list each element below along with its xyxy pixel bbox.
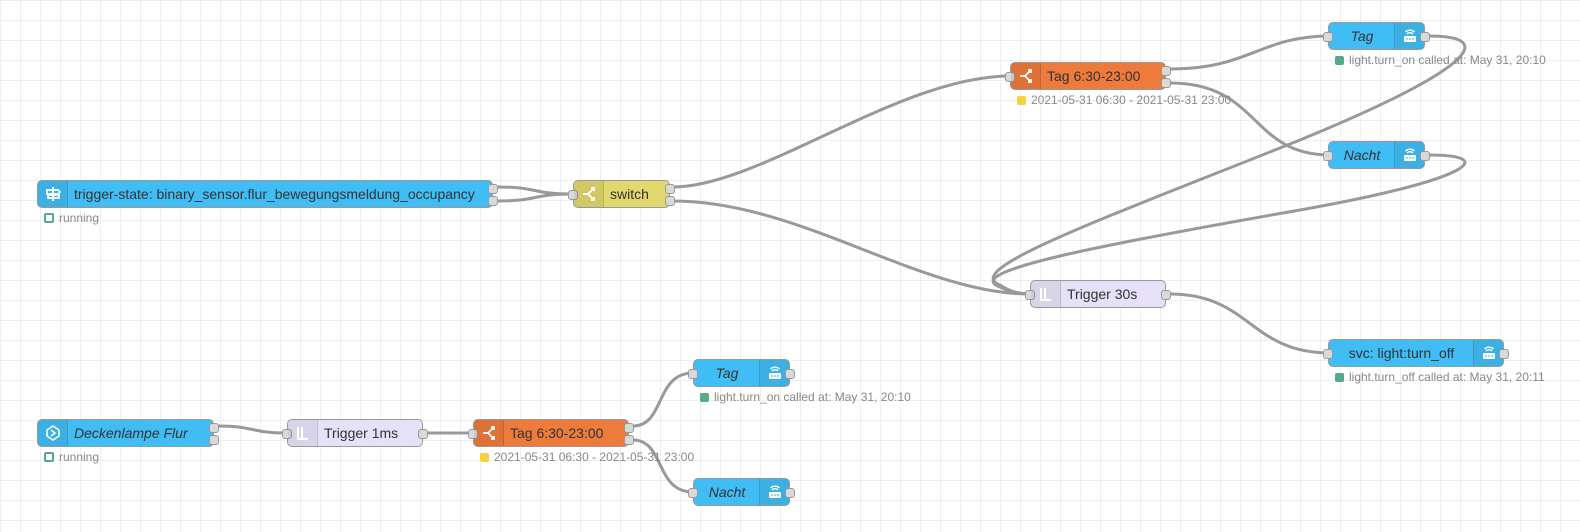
status-dot-icon bbox=[700, 392, 709, 402]
call-service-icon bbox=[759, 360, 789, 386]
status-text: light.turn_on called at: May 31, 20:10 bbox=[1349, 53, 1546, 67]
status-ring-icon bbox=[44, 213, 54, 223]
wire[interactable] bbox=[991, 153, 1467, 296]
call-service-icon bbox=[1394, 23, 1424, 49]
trigger-node-1ms[interactable]: Trigger 1ms bbox=[282, 419, 428, 447]
status-text: running bbox=[59, 211, 100, 225]
wire[interactable] bbox=[1169, 34, 1331, 71]
input-port[interactable] bbox=[1005, 72, 1015, 82]
time-range-node[interactable]: Tag 6:30-23:00 bbox=[468, 419, 634, 447]
node-label: Tag bbox=[715, 365, 739, 381]
input-port[interactable] bbox=[1323, 151, 1333, 161]
status-dot-icon bbox=[1335, 372, 1344, 382]
node-label: Deckenlampe Flur bbox=[74, 425, 188, 441]
node-label: trigger-state: binary_sensor.flur_bewegu… bbox=[74, 186, 475, 202]
node-label: Trigger 30s bbox=[1067, 286, 1138, 302]
trigger-icon bbox=[288, 420, 318, 446]
call-service-node-tag[interactable]: Tag bbox=[688, 359, 795, 387]
node-label: Tag bbox=[1350, 28, 1374, 44]
wire[interactable] bbox=[1169, 81, 1331, 157]
node-status: light.turn_off called at: May 31, 20:11 bbox=[1335, 370, 1545, 384]
node-status: 2021-05-31 06:30 - 2021-05-31 23:00 bbox=[1017, 93, 1231, 107]
output-port[interactable] bbox=[488, 196, 498, 206]
wire[interactable] bbox=[1169, 292, 1331, 355]
node-label: Tag 6:30-23:00 bbox=[1047, 68, 1141, 84]
node-status: running bbox=[44, 450, 99, 464]
status-dot-icon bbox=[1017, 95, 1026, 105]
wire[interactable] bbox=[672, 74, 1011, 189]
call-service-icon bbox=[1394, 142, 1424, 168]
status-ring-icon bbox=[44, 452, 54, 462]
output-port[interactable] bbox=[418, 429, 428, 439]
status-text: light.turn_off called at: May 31, 20:11 bbox=[1349, 370, 1545, 384]
time-range-node[interactable]: Tag 6:30-23:00 bbox=[1005, 62, 1171, 90]
time-range-switch-icon bbox=[1011, 63, 1041, 89]
switch-icon bbox=[574, 181, 604, 207]
entity-icon bbox=[38, 420, 68, 446]
status-dot-icon bbox=[480, 452, 489, 462]
node-label: Nacht bbox=[1343, 147, 1381, 163]
wire[interactable] bbox=[632, 371, 694, 428]
call-service-node-turn-off[interactable]: svc: light:turn_off bbox=[1323, 339, 1509, 367]
switch-node[interactable]: switch bbox=[568, 180, 675, 208]
status-text: 2021-05-31 06:30 - 2021-05-31 23:00 bbox=[1031, 93, 1232, 107]
input-port[interactable] bbox=[1025, 290, 1035, 300]
output-port[interactable] bbox=[785, 369, 795, 379]
wire[interactable] bbox=[496, 192, 574, 203]
node-label: svc: light:turn_off bbox=[1348, 345, 1455, 361]
input-port[interactable] bbox=[1323, 349, 1333, 359]
output-port[interactable] bbox=[624, 423, 634, 433]
wire[interactable] bbox=[632, 438, 694, 494]
input-port[interactable] bbox=[568, 190, 578, 200]
output-port[interactable] bbox=[1420, 151, 1430, 161]
output-port[interactable] bbox=[209, 435, 219, 445]
node-status: light.turn_on called at: May 31, 20:10 bbox=[700, 390, 911, 404]
output-port[interactable] bbox=[1499, 349, 1509, 359]
output-port[interactable] bbox=[488, 184, 498, 194]
output-port[interactable] bbox=[1161, 290, 1171, 300]
output-port[interactable] bbox=[624, 435, 634, 445]
trigger-state-icon bbox=[38, 181, 68, 207]
wire[interactable] bbox=[991, 34, 1467, 296]
status-text: 2021-05-31 06:30 - 2021-05-31 23:00 bbox=[494, 450, 695, 464]
input-port[interactable] bbox=[468, 429, 478, 439]
output-port[interactable] bbox=[665, 196, 675, 206]
call-service-node-nacht[interactable]: Nacht bbox=[688, 478, 795, 506]
output-port[interactable] bbox=[1161, 78, 1171, 88]
status-dot-icon bbox=[1335, 55, 1344, 65]
output-port[interactable] bbox=[785, 488, 795, 498]
output-port[interactable] bbox=[665, 184, 675, 194]
node-label: switch bbox=[610, 186, 649, 202]
call-service-icon bbox=[759, 479, 789, 505]
status-text: running bbox=[59, 450, 100, 464]
wire[interactable] bbox=[672, 199, 1031, 296]
node-label: Trigger 1ms bbox=[324, 425, 399, 441]
wire[interactable] bbox=[217, 424, 288, 435]
call-service-node-nacht[interactable]: Nacht bbox=[1323, 141, 1430, 169]
trigger-state-node[interactable]: trigger-state: binary_sensor.flur_bewegu… bbox=[37, 180, 498, 208]
node-status: light.turn_on called at: May 31, 20:10 bbox=[1335, 53, 1546, 67]
node-status: 2021-05-31 06:30 - 2021-05-31 23:00 bbox=[480, 450, 694, 464]
output-port[interactable] bbox=[1161, 66, 1171, 76]
input-port[interactable] bbox=[1323, 32, 1333, 42]
input-port[interactable] bbox=[688, 488, 698, 498]
node-label: Tag 6:30-23:00 bbox=[510, 425, 604, 441]
time-range-switch-icon bbox=[474, 420, 504, 446]
output-port[interactable] bbox=[209, 423, 219, 433]
trigger-icon bbox=[1031, 281, 1061, 307]
node-status: running bbox=[44, 211, 99, 225]
trigger-node-30s[interactable]: Trigger 30s bbox=[1025, 280, 1171, 308]
input-port[interactable] bbox=[282, 429, 292, 439]
entity-node-deckenlampe[interactable]: Deckenlampe Flur bbox=[37, 419, 219, 447]
call-service-icon bbox=[1473, 340, 1503, 366]
output-port[interactable] bbox=[1420, 32, 1430, 42]
status-text: light.turn_on called at: May 31, 20:10 bbox=[714, 390, 911, 404]
node-label: Nacht bbox=[708, 484, 746, 500]
call-service-node-tag[interactable]: Tag bbox=[1323, 22, 1430, 50]
input-port[interactable] bbox=[688, 369, 698, 379]
